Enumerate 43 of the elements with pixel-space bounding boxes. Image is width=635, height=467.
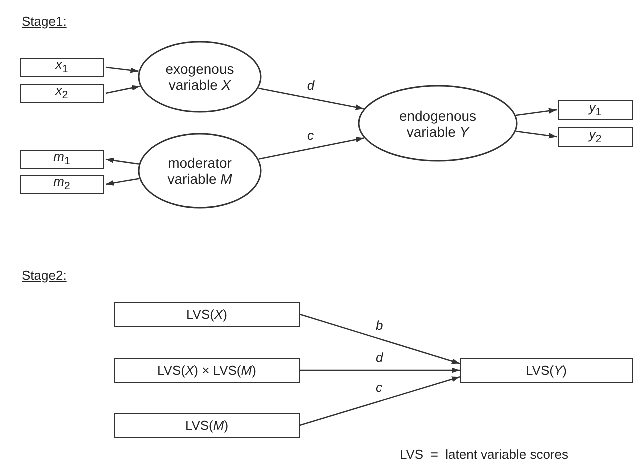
indicator-box — [114, 413, 300, 438]
variable-ellipse — [138, 133, 262, 209]
node-label: LVS(X) — [186, 307, 228, 322]
arrow — [258, 88, 364, 110]
edge-label: d — [374, 350, 386, 364]
arrow — [300, 376, 460, 426]
node-label: LVS(X) × LVS(M) — [158, 363, 256, 378]
arrow — [258, 137, 364, 160]
indicator-box — [20, 175, 104, 194]
indicator-box — [20, 150, 104, 169]
indicator-box — [460, 358, 633, 383]
edge-label: d — [305, 78, 317, 93]
abbreviation-note: LVS = latent variable scores — [400, 447, 568, 462]
indicator-box — [20, 58, 104, 77]
arrow — [300, 368, 460, 374]
edge-label: b — [374, 319, 386, 334]
indicator-box — [558, 127, 633, 147]
node-label: exogenous variable X — [164, 61, 236, 93]
node-label: x$_{2}$ — [56, 83, 68, 104]
variable-ellipse — [138, 41, 262, 113]
stage-heading: Stage2: — [22, 268, 67, 283]
arrow — [300, 314, 460, 364]
arrow — [516, 108, 558, 116]
node-label: endogenous variable Y — [398, 108, 478, 140]
indicator-box — [558, 100, 633, 120]
arrow — [106, 66, 139, 74]
arrow — [106, 178, 140, 186]
arrow — [106, 158, 140, 165]
node-label: LVS(M) — [185, 418, 229, 433]
indicator-box — [114, 302, 300, 327]
node-label: moderator variable M — [166, 155, 234, 187]
arrow — [516, 130, 558, 139]
node-label: x$_{1}$ — [56, 57, 68, 78]
node-label: m$_{1}$ — [54, 149, 70, 170]
variable-ellipse — [358, 85, 518, 162]
stage-heading: Stage1: — [22, 14, 67, 29]
node-label: y$_{2}$ — [589, 126, 602, 148]
arrow — [106, 85, 140, 94]
indicator-box — [114, 358, 300, 383]
node-label: y$_{1}$ — [589, 100, 602, 120]
indicator-box — [20, 84, 104, 103]
node-label: m$_{2}$ — [54, 174, 70, 195]
node-label: LVS(Y) — [526, 363, 567, 378]
